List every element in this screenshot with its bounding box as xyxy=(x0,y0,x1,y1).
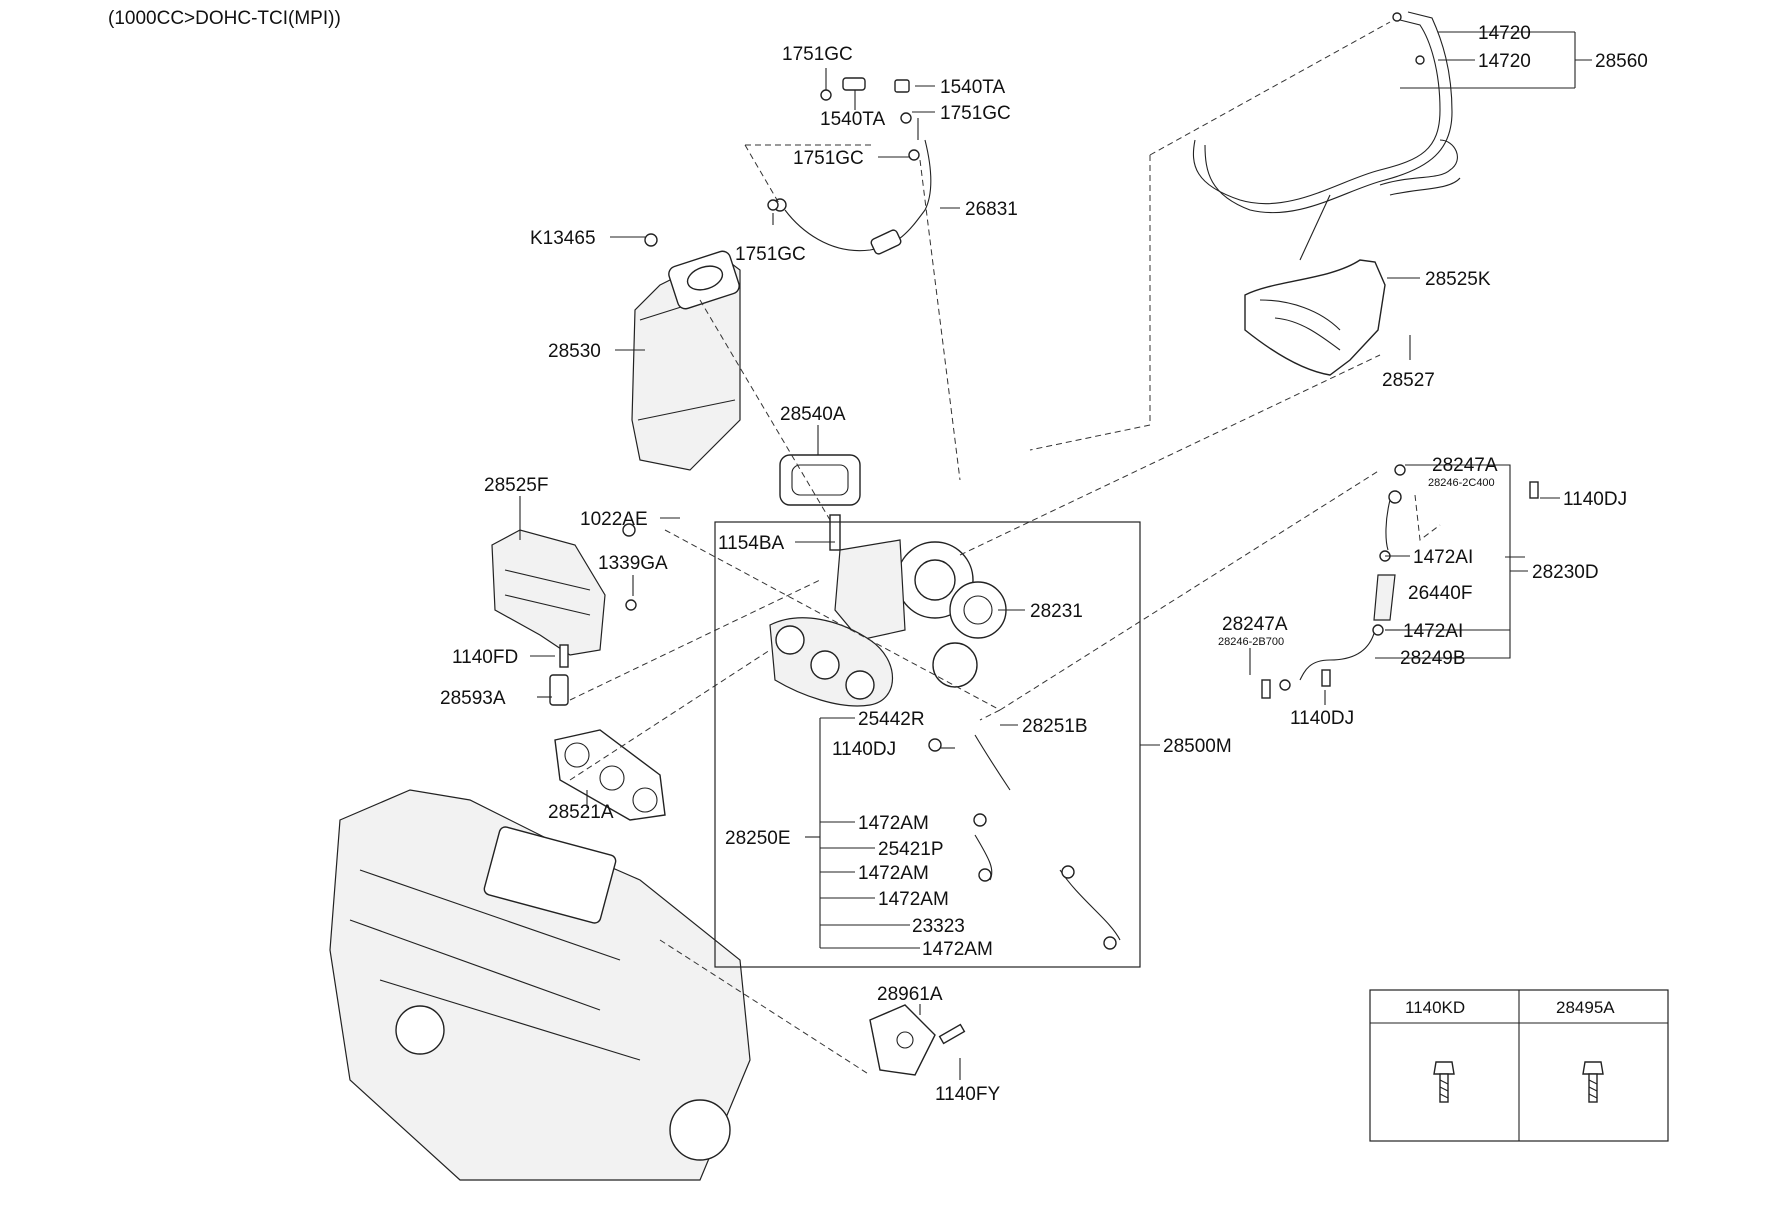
label-1472ai-b: 1472AI xyxy=(1403,621,1463,642)
label-28251b: 28251B xyxy=(1022,716,1088,737)
bracket-28961a-drawing xyxy=(869,1004,966,1076)
label-28530: 28530 xyxy=(548,341,601,362)
label-28247a-a: 28247A xyxy=(1432,455,1498,476)
label-28560: 28560 xyxy=(1595,51,1648,72)
label-1154ba: 1154BA xyxy=(718,533,785,554)
label-1472am-a: 1472AM xyxy=(858,813,929,834)
engine-block-drawing xyxy=(329,789,751,1181)
label-k13465: K13465 xyxy=(530,228,596,249)
label-1022ae: 1022AE xyxy=(580,509,648,530)
exhaust-manifold-drawing xyxy=(769,617,893,707)
label-28246-2c400: 28246-2C400 xyxy=(1428,477,1495,489)
label-1751gc-d: 1751GC xyxy=(735,244,806,265)
label-1140fd: 1140FD xyxy=(452,647,518,668)
heat-shield-28525k-drawing xyxy=(1244,259,1386,376)
bracket-28593a-drawing xyxy=(549,644,569,706)
label-14720-a: 14720 xyxy=(1478,23,1531,44)
label-26440f: 26440F xyxy=(1408,583,1472,604)
label-1751gc-a: 1751GC xyxy=(782,44,853,65)
bracket-lines-28250e xyxy=(805,717,920,949)
label-25421p: 25421P xyxy=(878,839,944,860)
oil-line-28230d-drawing xyxy=(1261,464,1539,699)
label-28521a: 28521A xyxy=(548,802,614,823)
bolt-icon-28495a xyxy=(1582,1061,1604,1103)
label-1472am-b: 1472AM xyxy=(858,863,929,884)
label-1540ta-b: 1540TA xyxy=(940,77,1005,98)
label-28961a: 28961A xyxy=(877,984,943,1005)
label-14720-b: 14720 xyxy=(1478,51,1531,72)
label-1140dj-a: 1140DJ xyxy=(832,739,896,760)
legend-header-1140kd: 1140KD xyxy=(1405,998,1465,1017)
label-28231: 28231 xyxy=(1030,601,1083,622)
label-28230d: 28230D xyxy=(1532,562,1599,583)
label-28525k: 28525K xyxy=(1425,269,1491,290)
turbocharger-28231-drawing xyxy=(829,514,1007,688)
bracket-lines-28230d xyxy=(1375,464,1528,659)
label-25442r: 25442R xyxy=(858,709,925,730)
legend-header-28495a: 28495A xyxy=(1556,998,1615,1017)
label-1140fy: 1140FY xyxy=(935,1084,1000,1105)
bolt-icon-1140kd xyxy=(1433,1061,1455,1103)
heat-shield-28525f-drawing xyxy=(491,523,637,656)
manifold-gasket-28521a-drawing xyxy=(554,729,666,821)
label-28250e: 28250E xyxy=(725,828,791,849)
label-26831: 26831 xyxy=(965,199,1018,220)
label-1472ai-a: 1472AI xyxy=(1413,547,1473,568)
label-28246-2b700: 28246-2B700 xyxy=(1218,636,1284,648)
sensor-cable-26831-drawing xyxy=(773,118,932,255)
label-28527: 28527 xyxy=(1382,370,1435,391)
label-1540ta-a: 1540TA xyxy=(820,109,885,130)
label-1472am-c: 1472AM xyxy=(878,889,949,910)
label-1140dj-c: 1140DJ xyxy=(1290,708,1354,729)
gasket-28540a-drawing xyxy=(779,454,861,506)
label-28249b: 28249B xyxy=(1400,648,1466,669)
label-1140dj-b: 1140DJ xyxy=(1563,489,1627,510)
top-fasteners-drawing xyxy=(644,77,920,247)
label-1751gc-b: 1751GC xyxy=(940,103,1011,124)
label-28540a: 28540A xyxy=(780,404,846,425)
coolant-line-28250e-drawing xyxy=(928,734,1121,950)
guide-lines xyxy=(569,21,1441,1076)
label-28525f: 28525F xyxy=(484,475,548,496)
label-28500m: 28500M xyxy=(1163,736,1232,757)
diagram-title: (1000CC>DOHC-TCI(MPI)) xyxy=(108,8,341,29)
pipe-assembly-28560-drawing xyxy=(1192,11,1461,261)
label-23323: 23323 xyxy=(912,916,965,937)
fastener-legend-table: 1140KD 28495A xyxy=(1369,989,1669,1142)
label-28593a: 28593A xyxy=(440,688,506,709)
catalytic-converter-28530-drawing xyxy=(631,250,741,471)
label-1472am-d: 1472AM xyxy=(922,939,993,960)
leader-lines xyxy=(519,68,1560,1080)
label-28247a-b: 28247A xyxy=(1222,614,1288,635)
label-1339ga: 1339GA xyxy=(598,553,668,574)
label-1751gc-c: 1751GC xyxy=(793,148,864,169)
bracket-lines-28560 xyxy=(1400,31,1592,89)
part-labels: 1751GC 1540TA 1540TA 1751GC 1751GC 26831… xyxy=(440,23,1648,1105)
